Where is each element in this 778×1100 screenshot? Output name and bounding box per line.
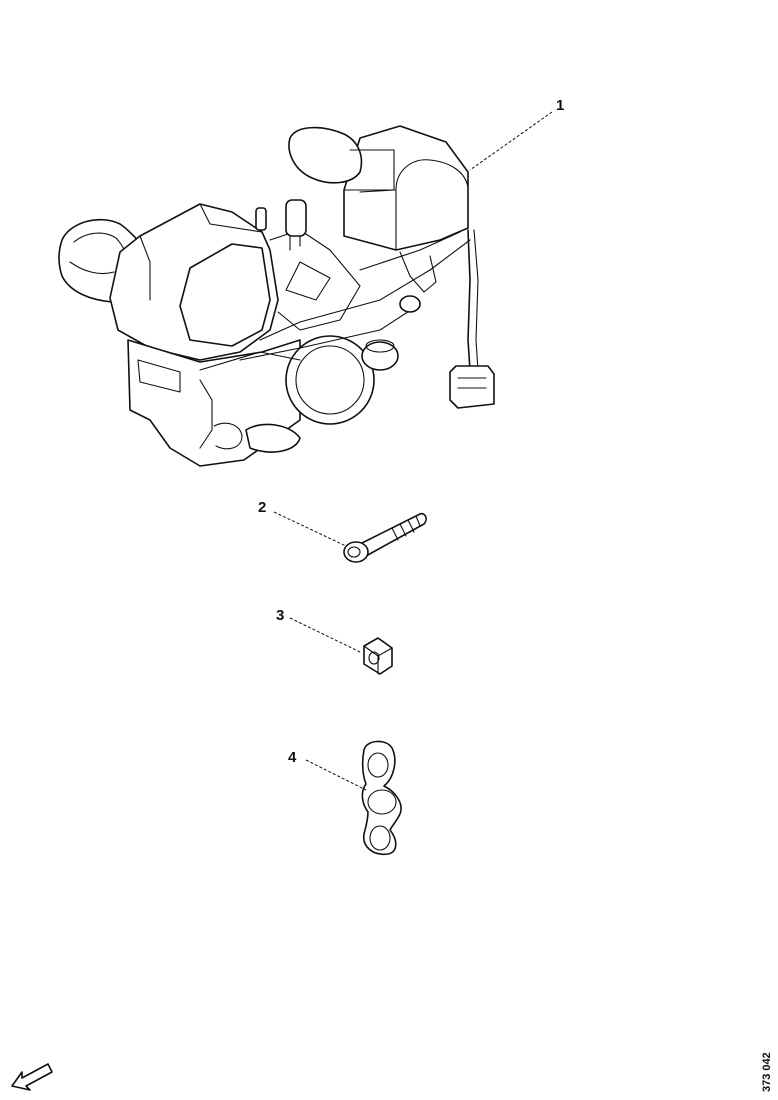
front-arrow-icon (11, 1063, 53, 1091)
figure-number: 373 042 (761, 1052, 773, 1092)
callout-1: 1 (556, 97, 564, 114)
callout-3: 3 (276, 607, 284, 624)
callout-4: 4 (288, 749, 297, 766)
gear-shift-housing-assembly-icon (58, 125, 495, 467)
leader-line-4 (305, 759, 367, 791)
leader-line-2 (273, 511, 347, 547)
flange-bolt-icon (343, 512, 427, 563)
square-nut-icon (363, 637, 393, 675)
triple-o-ring-gasket-icon (361, 740, 402, 856)
leader-line-3 (289, 617, 361, 653)
leader-line-1 (469, 111, 553, 171)
callout-2: 2 (258, 499, 266, 516)
